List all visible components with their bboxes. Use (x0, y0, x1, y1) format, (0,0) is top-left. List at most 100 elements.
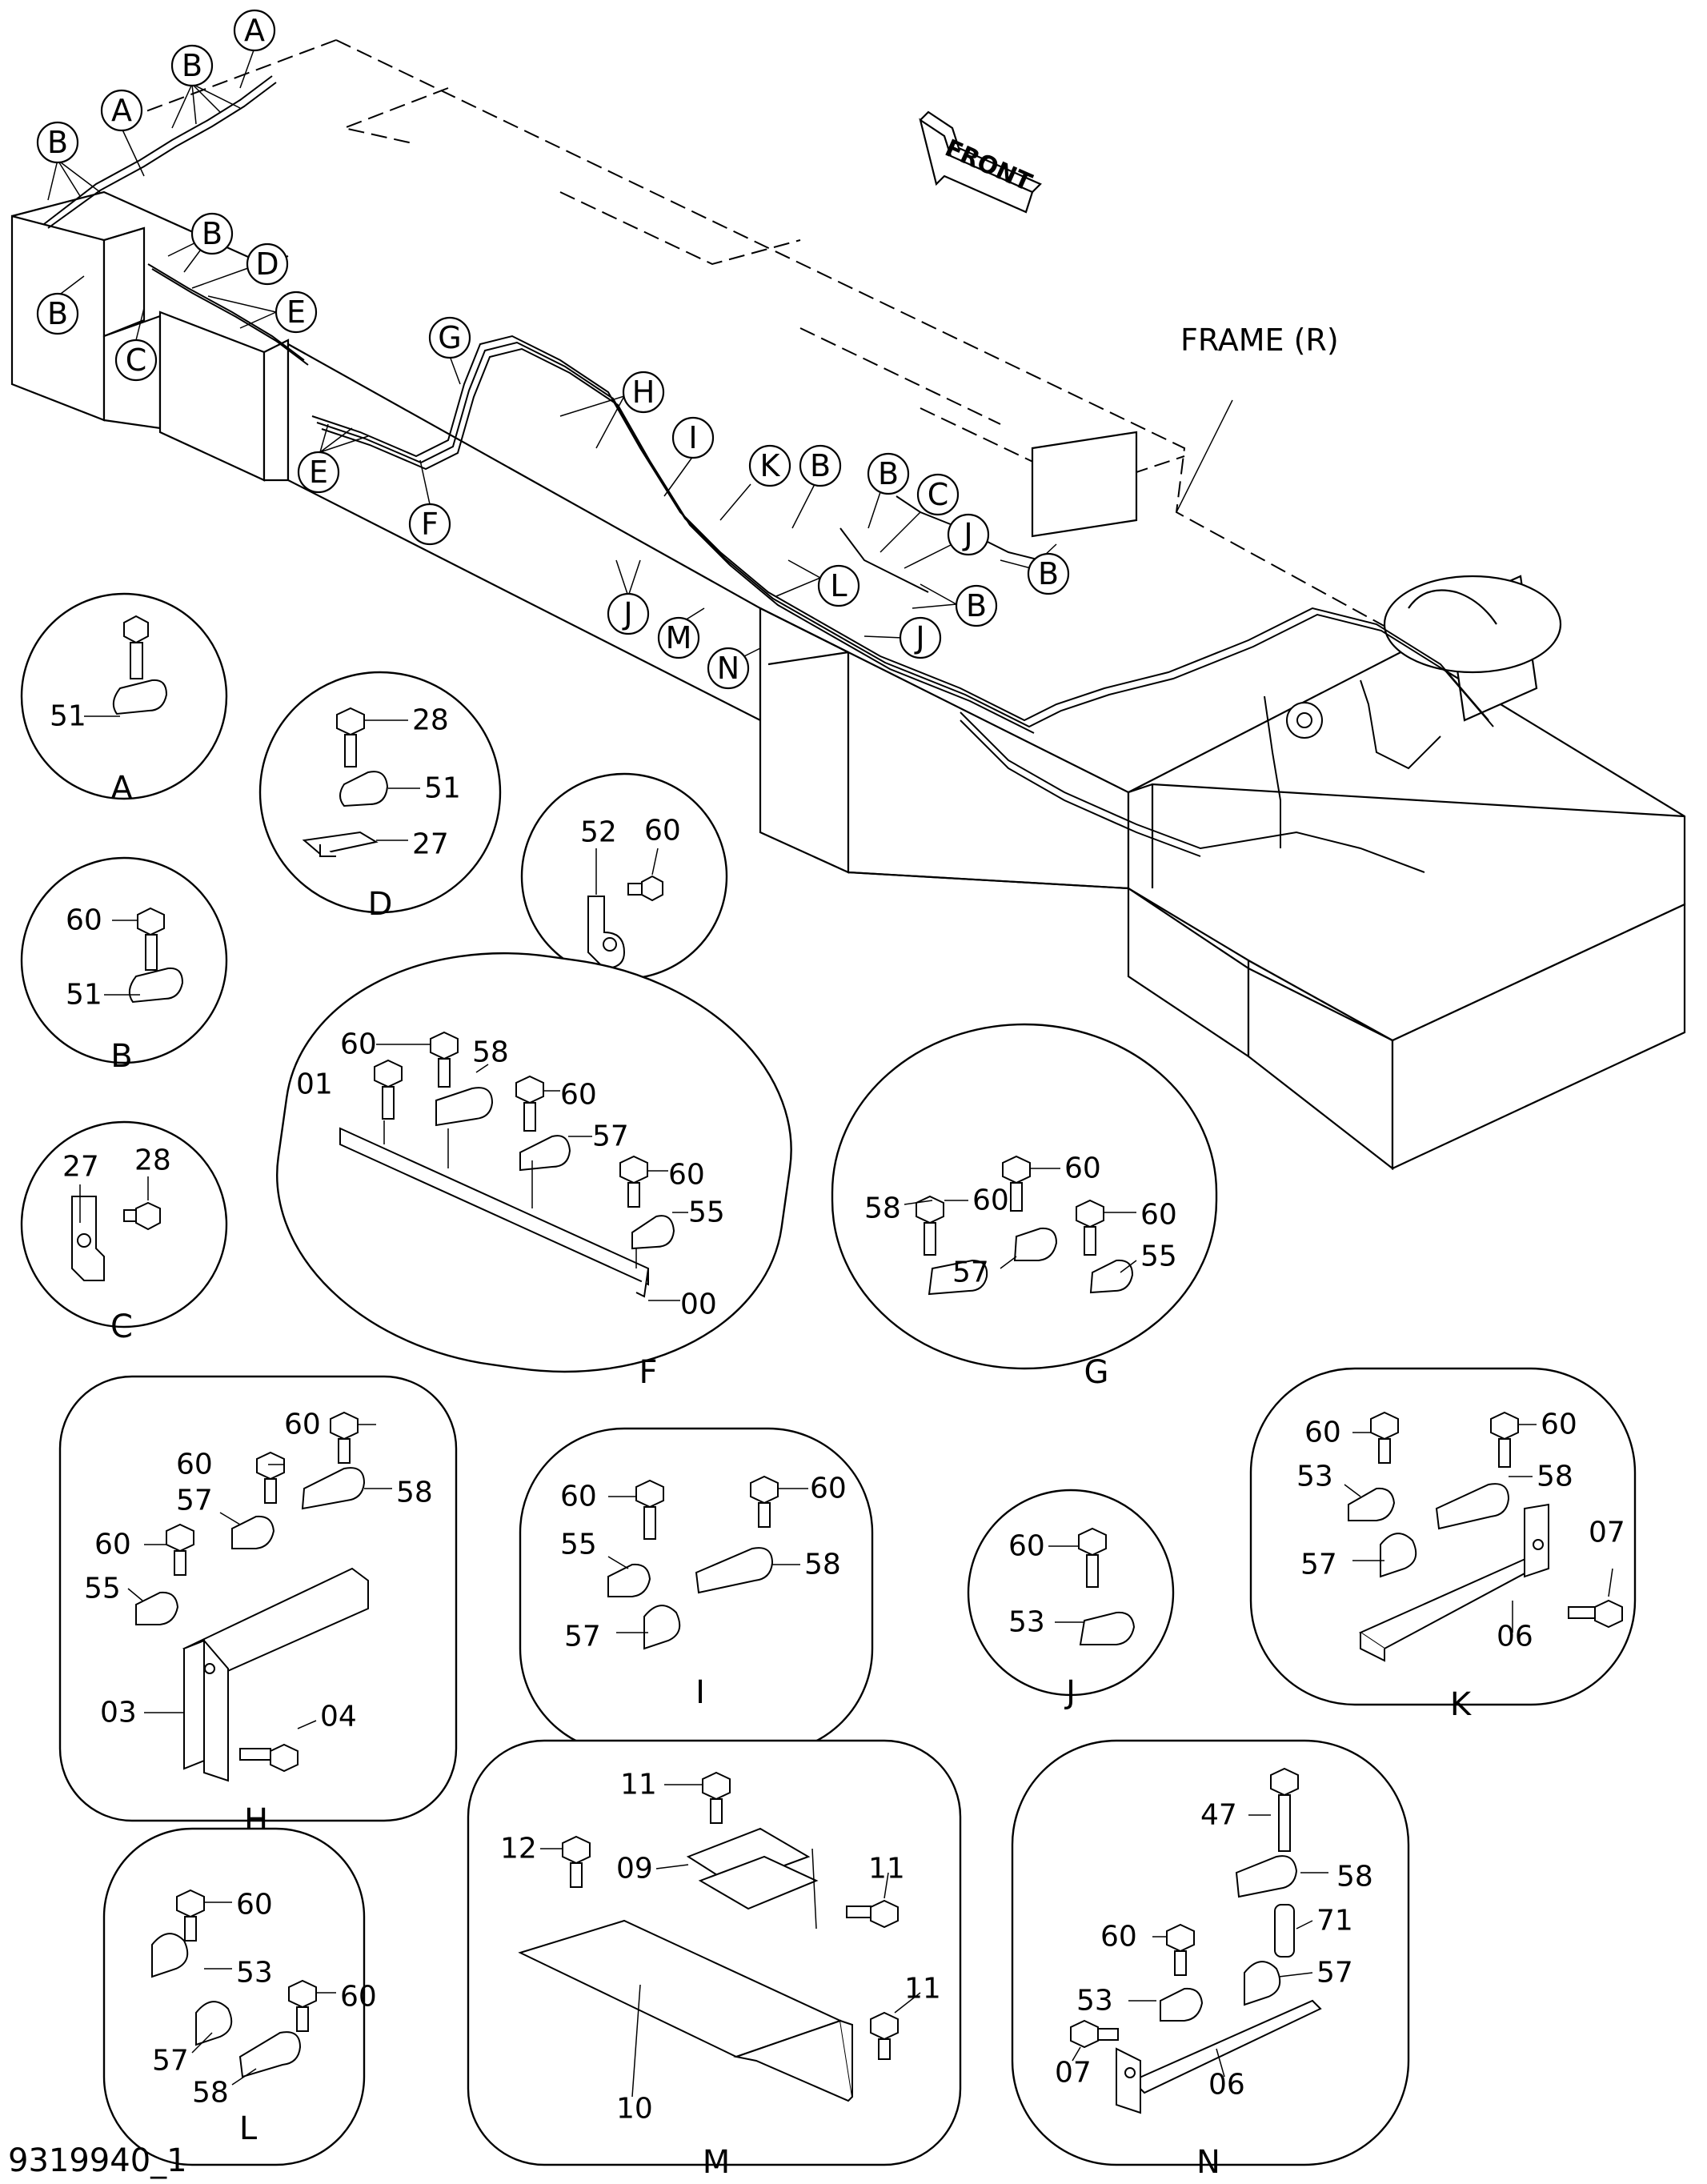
detail-h: 60 60 58 57 60 55 03 04 H (58, 1375, 458, 1839)
part-no: 53 (1296, 1461, 1333, 1493)
part-no: 55 (688, 1196, 725, 1229)
part-no: 09 (616, 1853, 653, 1885)
part-no: 60 (66, 904, 102, 937)
detail-m-label: M (703, 2144, 731, 2180)
callout-j1: J (962, 517, 972, 552)
detail-n-label: N (1196, 2144, 1220, 2180)
detail-l: 60 53 60 57 58 L (102, 1827, 377, 2166)
part-no: 60 (668, 1159, 705, 1192)
callout-b5: B (810, 448, 831, 483)
frame-label: FRAME (R) (1180, 323, 1339, 358)
part-no: 60 (1140, 1199, 1177, 1232)
part-no: 60 (560, 1481, 597, 1513)
callout-k: K (760, 448, 781, 483)
part-no: 60 (1008, 1530, 1045, 1563)
callout-n: N (717, 651, 739, 686)
part-no: 60 (1541, 1409, 1577, 1441)
part-no: 60 (340, 1981, 377, 2014)
callout-h: H (632, 375, 655, 410)
part-no: 06 (1497, 1621, 1533, 1653)
detail-c-label: C (110, 1308, 133, 1345)
wire-harness (43, 75, 1494, 873)
detail-i: 60 60 55 58 57 I (519, 1427, 874, 1754)
part-no: 06 (1208, 2069, 1245, 2102)
part-no: 60 (94, 1529, 131, 1561)
part-no: 11 (868, 1853, 905, 1885)
part-no: 53 (1008, 1606, 1045, 1639)
detail-f: 60 58 01 60 57 60 55 00 F (276, 952, 792, 1391)
callout-b8: B (966, 588, 987, 623)
part-no: 57 (152, 2045, 189, 2078)
part-no: 57 (176, 1485, 213, 1517)
detail-m: 11 12 09 11 11 10 M (467, 1739, 962, 2181)
detail-a: 51 A (20, 592, 228, 807)
part-no: 60 (1064, 1152, 1101, 1185)
callout-b7: B (1038, 556, 1059, 591)
part-no: 57 (592, 1120, 629, 1153)
part-no: 60 (644, 815, 681, 848)
part-no: 58 (864, 1192, 901, 1225)
callout-d: D (255, 246, 278, 282)
part-no: 57 (564, 1621, 601, 1653)
callout-e1: E (287, 295, 306, 330)
part-no: 07 (1589, 1517, 1625, 1549)
frame-assembly (10, 39, 1686, 1171)
part-no: 58 (1537, 1461, 1573, 1493)
callout-j3: J (914, 620, 924, 655)
part-no: 55 (1140, 1240, 1177, 1273)
part-no: 58 (396, 1477, 433, 1509)
part-no: 12 (500, 1833, 537, 1865)
callout-b1: B (182, 48, 202, 83)
part-no: 11 (620, 1769, 657, 1801)
part-no: 51 (66, 979, 102, 1012)
drawing-id: 9319940_1 (8, 2142, 187, 2179)
part-no: 55 (84, 1573, 121, 1605)
callout-c1: C (126, 343, 147, 378)
part-no: 57 (1316, 1957, 1353, 1990)
part-no: 52 (580, 816, 617, 849)
part-no: 07 (1055, 2057, 1092, 2090)
part-no: 28 (412, 704, 449, 737)
callout-a2: A (111, 93, 132, 128)
part-no: 60 (284, 1409, 321, 1441)
detail-a-label: A (110, 770, 133, 807)
callout-g: G (438, 320, 461, 355)
detail-i-label: I (695, 1674, 705, 1711)
part-no: 60 (176, 1449, 213, 1481)
detail-n: 47 58 71 60 57 53 07 06 N (1011, 1739, 1410, 2181)
detail-j: 60 53 J (967, 1489, 1175, 1711)
part-no: 58 (192, 2077, 229, 2110)
part-no: 00 (680, 1288, 717, 1321)
detail-l-label: L (239, 2110, 258, 2147)
part-no: 27 (62, 1151, 99, 1184)
callout-b6: B (878, 456, 899, 491)
part-no: 01 (296, 1068, 333, 1101)
part-no: 60 (236, 1889, 273, 1922)
part-no: 10 (616, 2093, 653, 2126)
part-no: 47 (1200, 1799, 1237, 1832)
callout-j2: J (622, 596, 632, 631)
part-no: 57 (952, 1256, 989, 1289)
front-arrow: FRONT (919, 110, 1042, 214)
part-no: 53 (236, 1957, 273, 1990)
part-no: 04 (320, 1701, 357, 1733)
part-no: 53 (1076, 1985, 1113, 2018)
detail-j-label: J (1064, 1674, 1076, 1711)
detail-k-label: K (1450, 1686, 1473, 1723)
part-no: 51 (424, 772, 461, 805)
detail-g-label: G (1084, 1354, 1109, 1391)
detail-c: 27 28 C (20, 1120, 228, 1345)
detail-k: 60 60 53 58 57 07 06 K (1249, 1367, 1637, 1723)
part-no: 71 (1316, 1905, 1353, 1938)
part-no: 60 (340, 1028, 377, 1061)
callout-i: I (688, 420, 697, 455)
part-no: 60 (1100, 1921, 1137, 1954)
part-no: 60 (1304, 1417, 1341, 1449)
part-no: 58 (804, 1549, 841, 1581)
part-no: 60 (560, 1079, 597, 1112)
part-no: 60 (810, 1473, 847, 1505)
detail-g: 60 58 60 60 57 55 G (831, 1023, 1218, 1391)
part-no: 60 (972, 1184, 1009, 1217)
part-no: 55 (560, 1529, 597, 1561)
